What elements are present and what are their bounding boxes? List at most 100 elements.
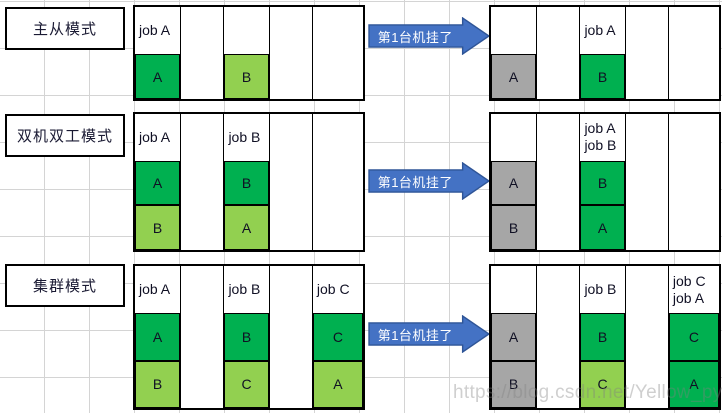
task-slot — [537, 313, 580, 361]
task-slot — [625, 360, 668, 408]
task-slot — [668, 205, 719, 250]
job-header — [269, 7, 312, 54]
job-header — [312, 114, 363, 161]
machine-column — [180, 266, 224, 408]
machine-column — [667, 7, 719, 99]
job-header: job B — [224, 266, 269, 314]
task-slot — [181, 160, 224, 206]
job-header: job A — [135, 114, 181, 161]
job-header: job A — [135, 7, 181, 54]
job-header-line: job C — [672, 272, 706, 289]
machine-column — [536, 114, 580, 250]
task-slot: A — [580, 205, 625, 250]
machine-column — [624, 266, 668, 408]
job-header-line: job A — [139, 22, 171, 38]
arrow-shape-icon — [368, 315, 490, 353]
task-slot — [269, 54, 312, 99]
task-slot: B — [135, 360, 181, 408]
task-slot: A — [135, 160, 181, 206]
task-slot — [269, 360, 312, 408]
machine-column — [180, 114, 224, 250]
job-header-line: job B — [228, 281, 261, 298]
task-slot: A — [135, 313, 181, 361]
job-header-line: job C — [316, 281, 350, 298]
failover-arrow: 第1台机挂了 — [368, 162, 490, 200]
mode-label-box: 集群模式 — [5, 264, 125, 307]
task-slot: B — [135, 205, 181, 250]
machine-column — [624, 114, 668, 250]
task-slot — [312, 54, 363, 99]
failover-arrow-label: 第1台机挂了 — [377, 29, 453, 45]
task-slot — [181, 360, 224, 408]
machine-column — [180, 7, 224, 99]
job-header — [491, 266, 537, 314]
job-header-line: job A — [672, 289, 705, 306]
job-header: job A — [135, 266, 181, 314]
task-slot — [625, 205, 668, 250]
job-header — [491, 114, 537, 161]
arrow-shape-icon — [368, 17, 490, 55]
job-header — [537, 266, 580, 314]
task-slot: B — [224, 160, 269, 206]
job-header: job B — [224, 114, 269, 161]
machine-column — [268, 7, 312, 99]
job-header — [181, 266, 224, 314]
task-slot — [181, 54, 224, 99]
job-header — [625, 266, 668, 314]
job-header — [312, 7, 363, 54]
machine-column — [268, 266, 312, 408]
job-header-line: job A — [139, 128, 171, 145]
job-header — [537, 114, 580, 161]
task-slot — [312, 160, 363, 206]
job-header — [181, 7, 224, 54]
machine-column — [536, 7, 580, 99]
job-header — [181, 114, 224, 161]
task-slot — [537, 160, 580, 206]
task-slot: A — [312, 360, 363, 408]
job-header: job B — [580, 266, 625, 314]
task-slot: B — [491, 360, 537, 408]
job-header: job C — [312, 266, 363, 314]
job-header-line: job B — [584, 281, 617, 298]
job-header: job A — [580, 7, 625, 54]
task-slot — [269, 160, 312, 206]
mode-label-text: 主从模式 — [32, 21, 97, 38]
job-header — [491, 7, 537, 54]
task-slot: C — [312, 313, 363, 361]
task-slot: B — [580, 160, 625, 206]
task-slot — [312, 205, 363, 250]
task-slot — [625, 54, 668, 99]
mode-label-text: 双机双工模式 — [16, 128, 113, 145]
machine-column — [311, 7, 363, 99]
arrow-shape-icon — [368, 162, 490, 200]
task-slot: A — [135, 54, 181, 99]
job-header — [537, 7, 580, 54]
task-slot — [181, 205, 224, 250]
machine-column — [311, 114, 363, 250]
machine-column — [624, 7, 668, 99]
failover-arrow: 第1台机挂了 — [368, 17, 490, 55]
machine-column: B — [223, 7, 269, 99]
mode-label-text: 集群模式 — [32, 278, 97, 295]
job-header-line: job A — [584, 22, 616, 38]
mode-label-box: 主从模式 — [5, 7, 125, 50]
machine-column: A — [491, 7, 537, 99]
job-header-line: job A — [584, 120, 616, 137]
job-header — [625, 114, 668, 161]
task-slot: A — [491, 313, 537, 361]
job-header — [269, 266, 312, 314]
